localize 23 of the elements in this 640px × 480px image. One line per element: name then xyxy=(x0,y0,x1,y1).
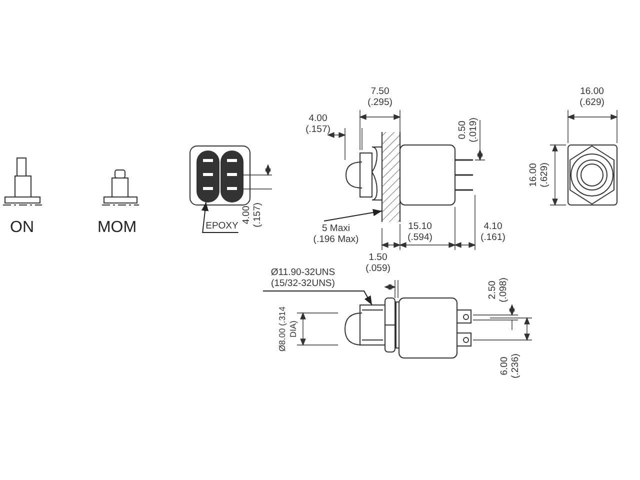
position-label: ON xyxy=(10,219,34,237)
callout-label: EPOXY xyxy=(206,220,238,232)
callout-label: 5 Maxi (.196 Max) xyxy=(310,223,362,245)
dimension-label: 16.00 (.629) xyxy=(528,162,550,190)
dimension-label: 0.50 (.019) xyxy=(457,116,479,144)
dimension-label: 16.00 (.629) xyxy=(578,86,606,108)
dimension-label: 4.00 (.157) xyxy=(304,113,332,135)
leader-line xyxy=(201,202,239,233)
dimension-label: Ø8.00 (.314 DIA) xyxy=(277,306,299,353)
mounting-panel xyxy=(382,132,400,222)
dimension-label: 7.50 (.295) xyxy=(366,86,394,108)
thread-callout-label: Ø11.90-32UNS (15/32-32UNS) xyxy=(263,267,343,289)
leader-line xyxy=(262,290,372,306)
dimension-label: 1.50 (.059) xyxy=(364,252,392,274)
dimension-label: 4.10 (.161) xyxy=(480,221,506,243)
dimension-label: 15.10 (.594) xyxy=(406,221,434,243)
position-label: MOM xyxy=(97,219,137,237)
dimension-label: 2.50 (.098) xyxy=(487,276,509,304)
threaded-bushing xyxy=(360,304,386,346)
dimension-label: 4.00 (.157) xyxy=(241,202,263,230)
epoxy-potting xyxy=(196,150,244,202)
leader-line xyxy=(324,208,382,222)
dimension-label: 6.00 (.236) xyxy=(499,352,521,380)
